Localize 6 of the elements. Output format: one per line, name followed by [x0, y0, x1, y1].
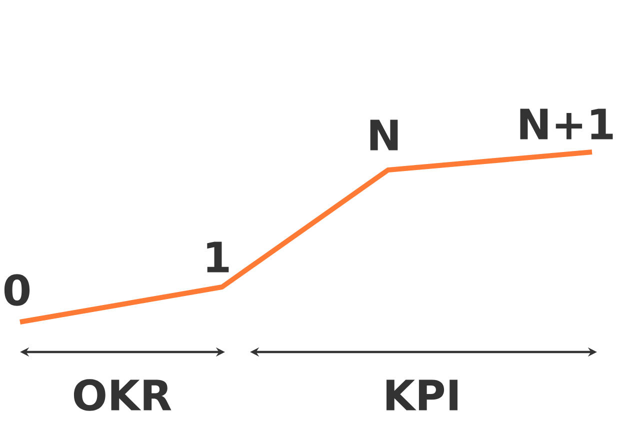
- axis-label: N+1: [520, 108, 613, 140]
- axis-label: 0: [4, 274, 30, 306]
- span-label: OKR: [74, 379, 172, 411]
- span-label: KPI: [386, 380, 458, 410]
- axis-label: N: [370, 120, 398, 150]
- axis-label: 1: [207, 242, 229, 272]
